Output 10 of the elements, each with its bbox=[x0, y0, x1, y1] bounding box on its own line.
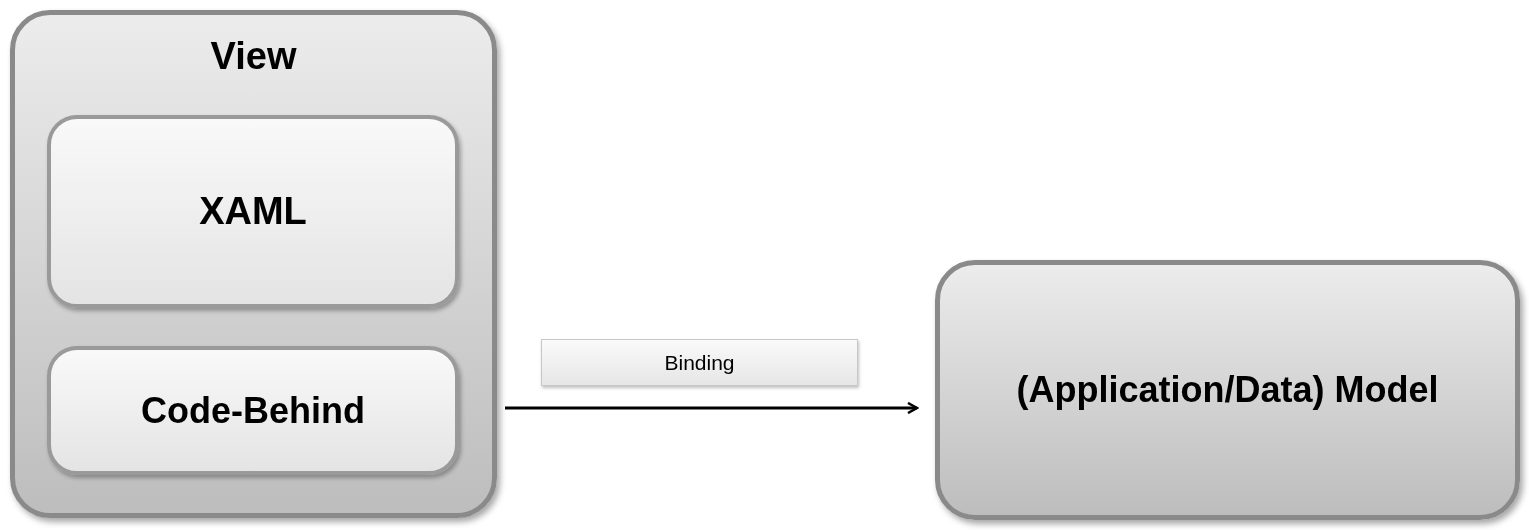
component-box bbox=[47, 346, 459, 475]
group-title: View bbox=[210, 35, 297, 78]
box-label: Code-Behind bbox=[141, 389, 365, 432]
box-label: XAML bbox=[199, 190, 307, 233]
arrow bbox=[505, 401, 919, 415]
group-box bbox=[10, 10, 497, 518]
group-box bbox=[935, 260, 1520, 520]
edge-label: Binding bbox=[541, 339, 858, 386]
component-box bbox=[47, 115, 459, 308]
box-label: (Application/Data) Model bbox=[1016, 369, 1439, 411]
